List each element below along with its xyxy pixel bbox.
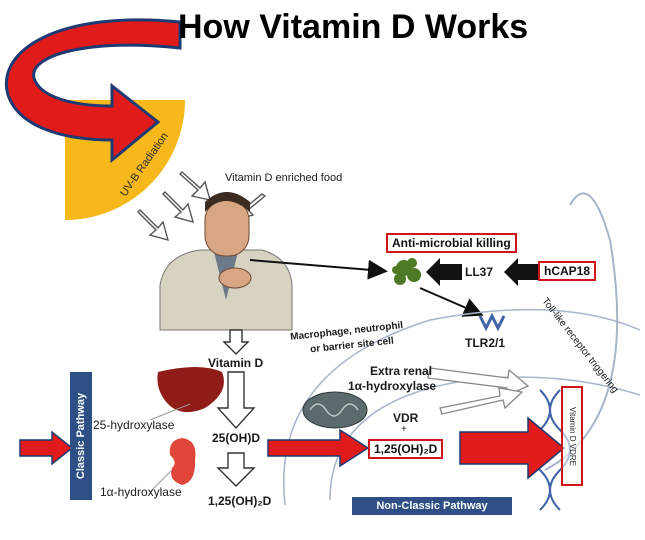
nonclassic-pathway-label: Non-Classic Pathway	[352, 497, 512, 515]
ll37-label: LL37	[465, 265, 494, 279]
intracellular-arrows	[427, 367, 530, 415]
receptor-icon	[478, 312, 506, 332]
vdre-box: Vitamin D VDRE	[561, 386, 583, 486]
tlr-label: TLR2/1	[465, 336, 506, 350]
red-arrow-right	[459, 416, 566, 480]
arrow-down-1	[222, 329, 250, 355]
plus-label: +	[401, 424, 407, 435]
kidney-icon	[169, 438, 196, 485]
vitamin-d-label: Vitamin D	[208, 356, 264, 370]
toll-loop-arrow	[544, 192, 619, 471]
man-coughing-illustration	[159, 192, 293, 331]
curved-red-arrow	[4, 18, 182, 164]
cell-membrane	[283, 308, 641, 506]
oh125-box: 1,25(OH)₂D	[368, 439, 444, 459]
red-arrow-middle	[267, 428, 370, 468]
hcap18-box: hCAP18	[538, 261, 597, 281]
oh125-bottom-label: 1,25(OH)₂D	[208, 494, 272, 508]
extrarenal-label-line1: Extra renal	[370, 364, 433, 378]
oh25-label: 25(OH)D	[212, 431, 261, 445]
bacteria-icon	[392, 258, 421, 285]
arrow-hcap18-to-ll37	[504, 258, 538, 286]
alpha1-hydroxylase-label: 1α-hydroxylase	[100, 485, 182, 499]
liver-icon	[157, 367, 224, 413]
extrarenal-label-line2: 1α-hydroxylase	[348, 379, 437, 393]
arrow-down-3	[216, 452, 256, 487]
arrow-ll37-to-bacteria	[426, 258, 462, 286]
red-arrow-left	[19, 430, 74, 466]
classic-pathway-label: Classic Pathway	[70, 372, 92, 500]
hydroxylase25-label: 25-hydroxylase	[93, 418, 175, 432]
mitochondrion-icon	[302, 391, 368, 429]
antimicrobial-box: Anti-microbial killing	[386, 233, 517, 253]
page-title: How Vitamin D Works	[178, 8, 529, 46]
vdre-label: Vitamin D VDRE	[567, 406, 577, 466]
arrow-down-2	[216, 371, 256, 430]
food-label: Vitamin D enriched food	[225, 172, 343, 184]
vdr-label: VDR	[393, 411, 419, 425]
arrow-to-bacteria	[249, 259, 388, 280]
liver-pointer	[149, 403, 191, 421]
arrow-to-tlr	[419, 287, 484, 317]
classic-pathway-text: Classic Pathway	[75, 392, 87, 480]
kidney-pointer	[149, 469, 173, 493]
